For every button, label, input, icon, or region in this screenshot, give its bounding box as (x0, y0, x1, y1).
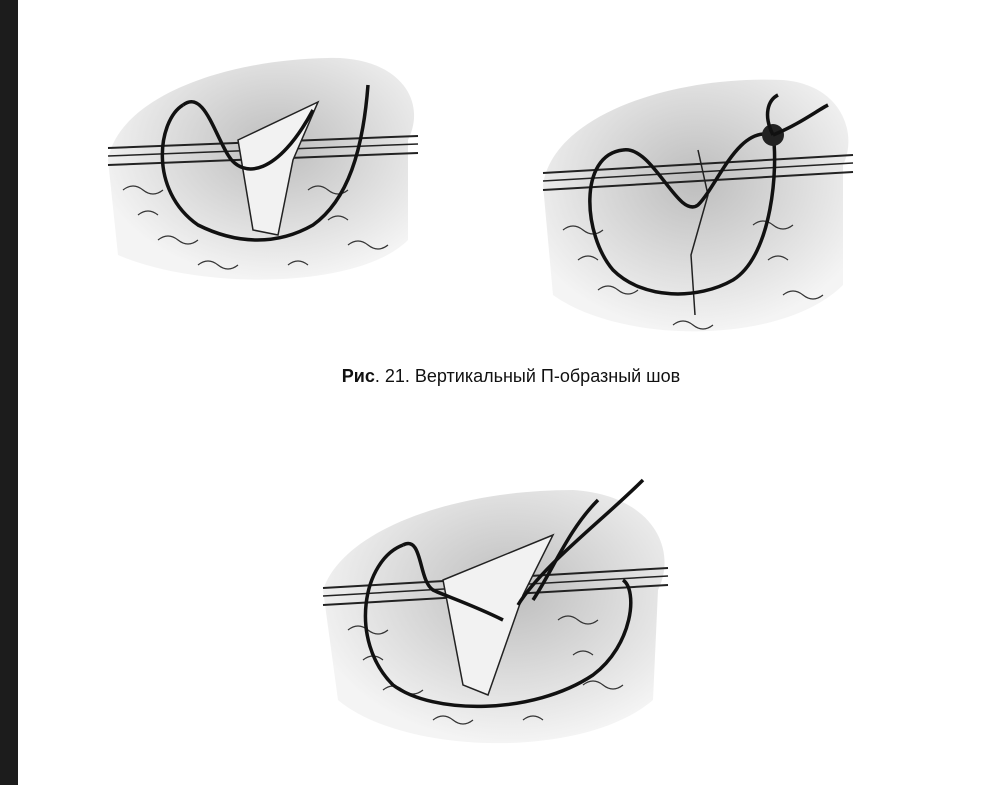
caption-prefix: Рис (342, 366, 375, 386)
tied-suture-icon (523, 55, 863, 350)
document-page: Рис. 21. Вертикальный П-образный шов (18, 0, 1004, 785)
open-wound-suture-icon (78, 40, 438, 300)
caption-text: . 21. Вертикальный П-образный шов (375, 366, 680, 386)
deep-wound-suture-icon (303, 470, 693, 755)
figure-caption: Рис. 21. Вертикальный П-образный шов (18, 366, 1004, 387)
